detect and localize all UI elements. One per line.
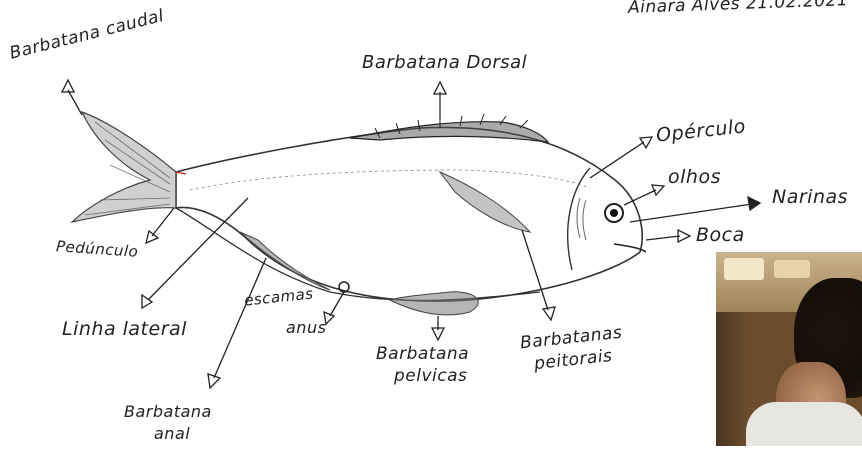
label-barbatana-anal-line1: Barbatana	[124, 402, 212, 421]
gill-lines	[577, 198, 586, 240]
label-barbatana-dorsal: Barbatana Dorsal	[362, 52, 527, 73]
label-barbatana-anal-line2: anal	[154, 424, 190, 443]
label-anus: anus	[286, 318, 326, 337]
label-boca: Boca	[696, 224, 745, 246]
pectoral-fin	[440, 172, 530, 232]
dorsal-fin	[350, 122, 548, 142]
label-linha-lateral: Linha lateral	[62, 318, 187, 340]
label-narinas: Narinas	[772, 186, 848, 208]
webcam-photo	[716, 252, 862, 446]
peduncle-red-mark	[176, 172, 186, 174]
operculum-line	[568, 168, 590, 270]
fish-body-outline	[176, 127, 642, 301]
fish-belly-line	[176, 208, 540, 300]
eye-pupil	[610, 209, 618, 217]
label-olhos: olhos	[668, 166, 721, 188]
lateral-line	[190, 170, 590, 190]
label-barbatana-pelvicas-line1: Barbatana	[376, 344, 469, 364]
pelvic-fin	[390, 292, 478, 315]
label-barbatana-pelvicas-line2: pelvicas	[394, 366, 467, 386]
